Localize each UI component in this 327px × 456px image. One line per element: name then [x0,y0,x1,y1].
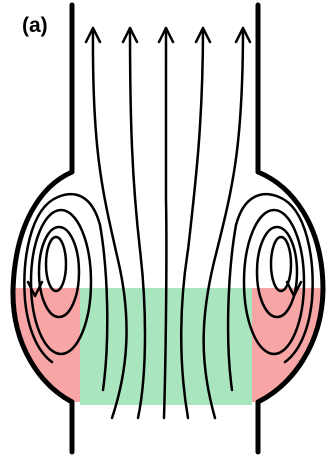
streamline [164,28,166,418]
vortex-loop-left [46,237,66,291]
panel-label: (a) [22,14,48,38]
